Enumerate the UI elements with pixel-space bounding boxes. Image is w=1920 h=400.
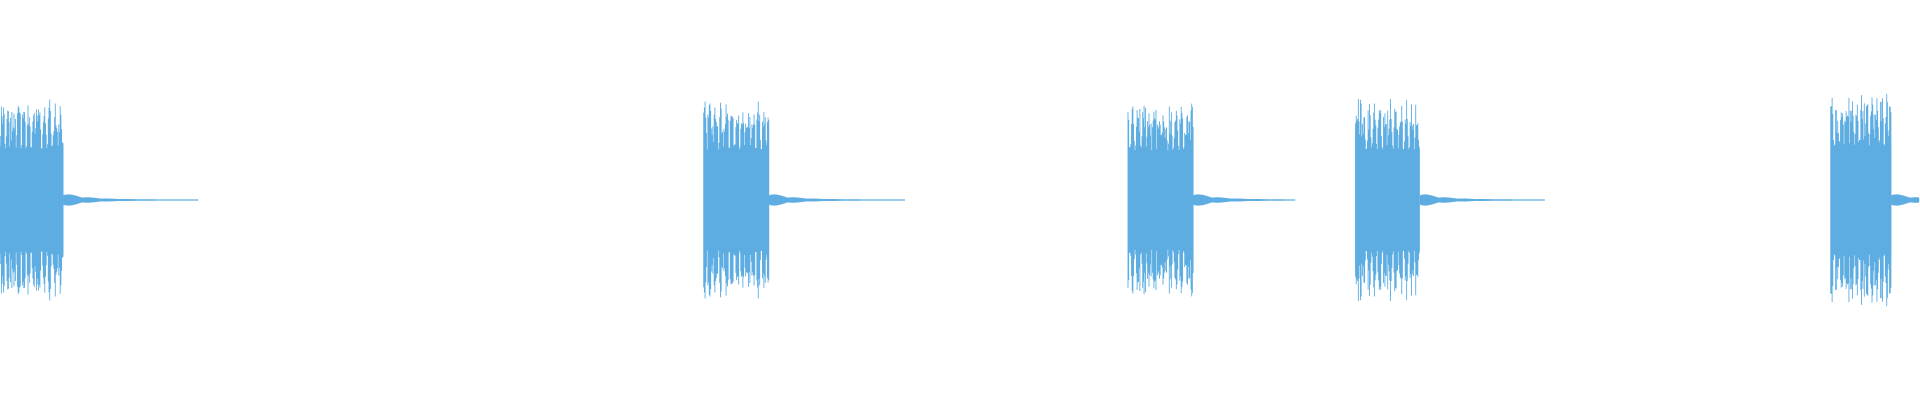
burst-tail — [63, 194, 199, 206]
waveform-burst — [0, 99, 199, 301]
burst-tail — [1419, 194, 1545, 206]
burst-tail — [1193, 194, 1296, 206]
waveform-burst — [703, 101, 905, 299]
waveform-burst — [1830, 93, 1920, 307]
burst-core — [1355, 149, 1420, 251]
burst-core — [1830, 145, 1892, 255]
burst-core — [1128, 150, 1194, 250]
waveform-burst — [1355, 99, 1545, 301]
burst-core — [0, 148, 64, 252]
burst-tail — [768, 194, 905, 206]
burst-tail — [1891, 194, 1920, 206]
waveform-burst — [1127, 103, 1296, 297]
burst-core — [703, 149, 769, 251]
